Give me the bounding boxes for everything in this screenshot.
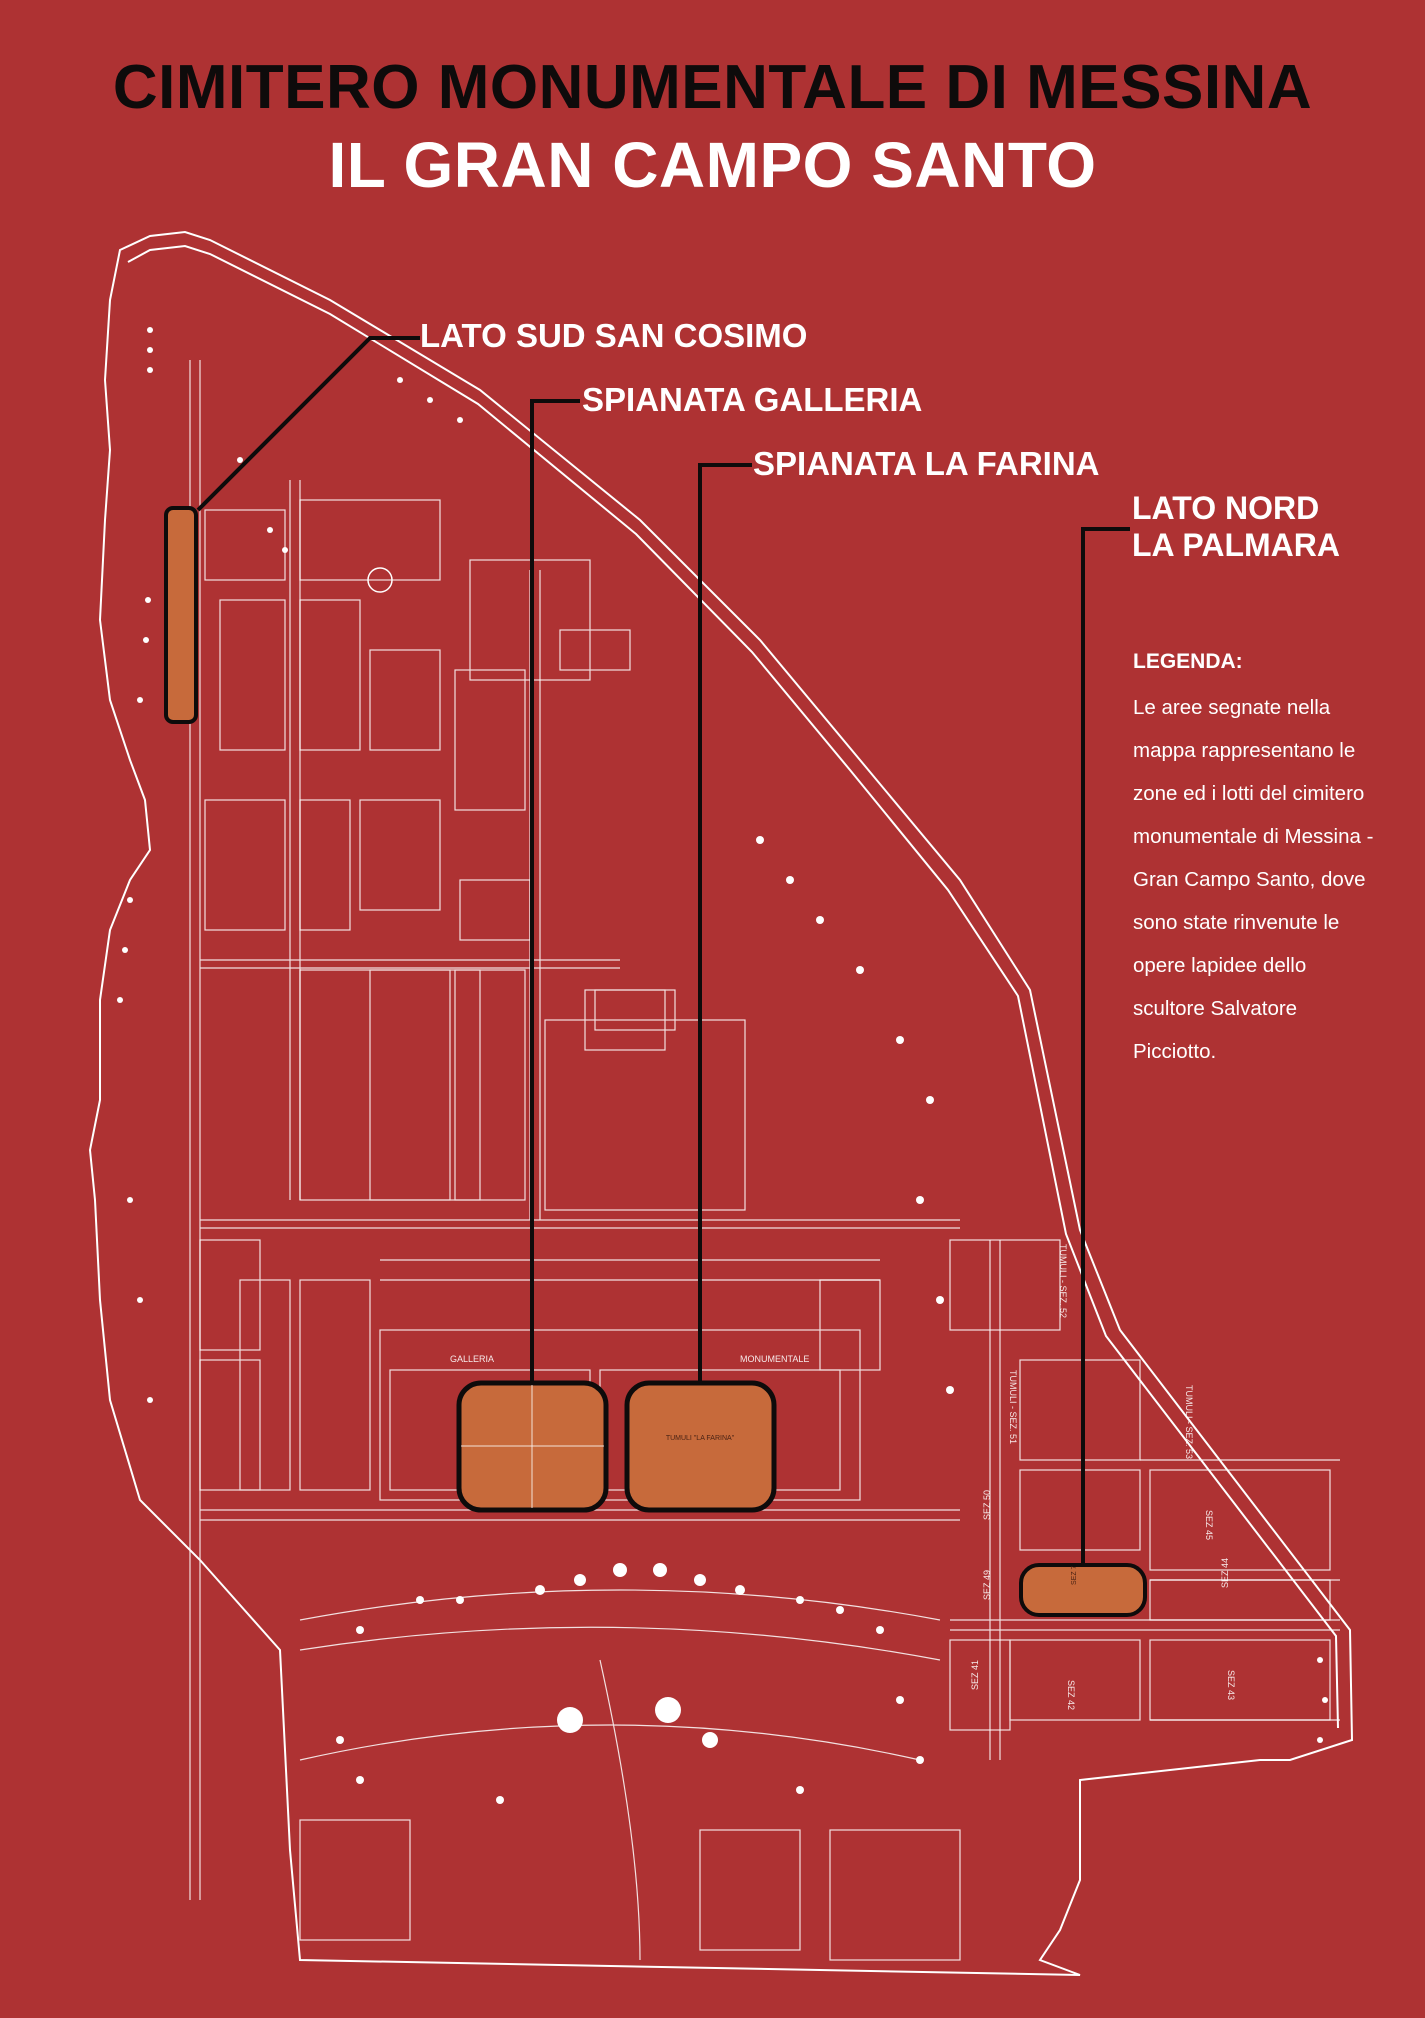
zone-spianata-la-farina xyxy=(624,1380,777,1513)
label-la-farina: TUMULI "LA FARINA" xyxy=(666,1435,735,1442)
map-section-labels: SEZ 42 SEZ 43 SEZ 44 SEZ 45 SEZ 41 SEZ 5… xyxy=(450,1244,1236,1710)
label-galleria: GALLERIA xyxy=(450,1354,494,1364)
zone-sud-san-cosimo xyxy=(164,506,198,724)
callout-nord-line1: LATO NORD xyxy=(1132,490,1320,526)
label-monumentale: MONUMENTALE xyxy=(740,1354,809,1364)
map-title-line2: IL GRAN CAMPO SANTO xyxy=(328,129,1097,201)
label-sez44: SEZ 44 xyxy=(1220,1558,1230,1588)
label-sez42: SEZ 42 xyxy=(1066,1680,1076,1710)
label-sez7: SEZ 7 xyxy=(1071,1565,1078,1585)
highlighted-zones xyxy=(164,506,1147,1617)
callout-lato-sud-san-cosimo: LATO SUD SAN COSIMO xyxy=(420,317,808,354)
label-sez53: TUMULI - SEZ. 53 xyxy=(1184,1385,1194,1459)
map-trees xyxy=(117,327,1328,1804)
callout-lato-nord-la-palmara: LATO NORD LA PALMARA xyxy=(1132,490,1340,565)
cemetery-boundary xyxy=(88,230,1354,1976)
callout-nord-line2: LA PALMARA xyxy=(1132,527,1340,564)
legend: LEGENDA: Le aree segnate nella mappa rap… xyxy=(1133,650,1383,1073)
callout-leaders xyxy=(196,336,1130,1566)
label-sez41: SEZ 41 xyxy=(970,1660,980,1690)
label-sez50: SEZ 50 xyxy=(982,1490,992,1520)
label-sez52: TUMULI - SEZ. 52 xyxy=(1058,1244,1068,1318)
label-sez51: TUMULI - SEZ. 51 xyxy=(1008,1370,1018,1444)
label-sez49: SEZ 49 xyxy=(982,1570,992,1600)
legend-text: Le aree segnate nella mappa rappresentan… xyxy=(1133,696,1374,1063)
label-sez45: SEZ 45 xyxy=(1204,1510,1214,1540)
label-sez43: SEZ 43 xyxy=(1226,1670,1236,1700)
zone-lato-nord-la-palmara xyxy=(1019,1563,1147,1617)
map-title-line1: CIMITERO MONUMENTALE DI MESSINA xyxy=(112,53,1313,122)
legend-title: LEGENDA: xyxy=(1133,650,1243,673)
callout-spianata-la-farina: SPIANATA LA FARINA xyxy=(753,445,1100,482)
callout-spianata-galleria: SPIANATA GALLERIA xyxy=(582,381,923,418)
